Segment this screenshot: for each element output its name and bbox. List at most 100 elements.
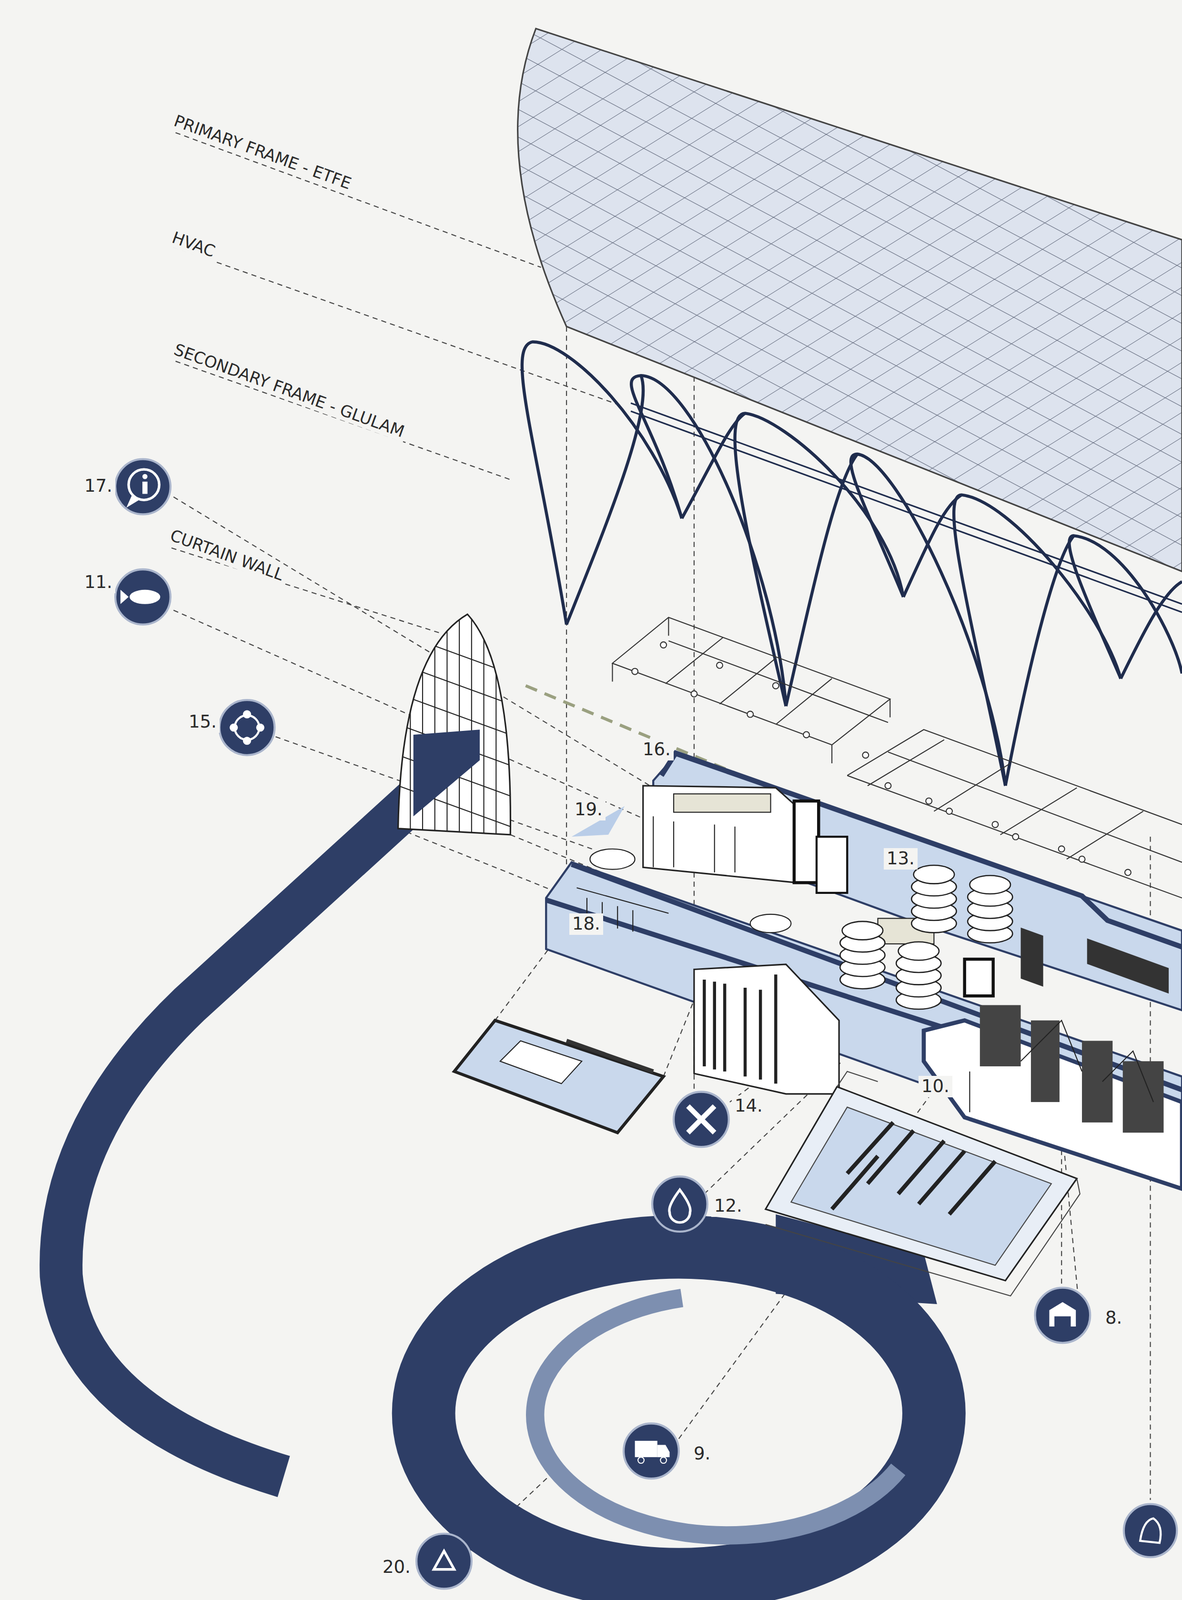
- building-floors-part: [969, 875, 1011, 894]
- platforms-part: [566, 1040, 654, 1071]
- curtain-wall: [398, 612, 511, 848]
- lighting-grid-part: [1124, 869, 1132, 876]
- lighting-grid-part: [803, 731, 810, 738]
- platforms-part: [694, 964, 839, 1094]
- building-floors-part: [969, 1020, 1154, 1113]
- glulam-arches-part: [850, 454, 1006, 786]
- lighting-grid-part: [690, 690, 698, 698]
- platforms-part: [831, 1122, 996, 1215]
- icon-circles-part: [416, 1533, 472, 1589]
- lighting-grid-part: [991, 821, 999, 828]
- callout-number: 16.: [639, 738, 674, 761]
- building-floors-part: [964, 959, 994, 996]
- icon-glyphs-part: [637, 1456, 645, 1464]
- icon-glyphs-part: [242, 710, 252, 719]
- glulam-arches-part: [1120, 581, 1182, 679]
- lighting-grid-part: [612, 617, 890, 764]
- icon-glyphs: [120, 469, 1162, 1570]
- icon-glyphs-part: [142, 474, 148, 480]
- platforms-part: [765, 1071, 1081, 1296]
- platforms-part: [765, 1086, 1077, 1281]
- lighting-grid-part: [747, 711, 754, 718]
- building-floors-part: [1030, 1020, 1060, 1102]
- part-label: PRIMARY FRAME - ETFE: [168, 110, 357, 195]
- curtain-wall-part: [398, 614, 511, 835]
- building-floors-part: [750, 914, 792, 933]
- lighting-grid-part: [946, 808, 953, 815]
- building-floors-part: [1081, 1040, 1113, 1122]
- glulam-arches-part: [566, 375, 644, 625]
- icon-circles-part: [115, 569, 171, 625]
- site-paths-part: [60, 763, 455, 1477]
- icon-circles-part: [115, 459, 171, 515]
- callout-number: 9.: [690, 1443, 714, 1465]
- building-floors-part: [816, 836, 848, 893]
- icon-glyphs-part: [687, 1105, 715, 1133]
- icon-circles-part: [1034, 1287, 1091, 1344]
- building-floors-part: [653, 816, 735, 873]
- glulam-arches-part: [1005, 535, 1074, 786]
- building-floors-part: [979, 1004, 1021, 1066]
- curtain-wall-part: [398, 632, 511, 827]
- callout-number: 19.: [571, 798, 606, 821]
- site-paths-part: [423, 1246, 934, 1580]
- callout-number: 18.: [569, 913, 604, 935]
- leader-lines-part: [175, 132, 542, 268]
- icon-glyphs-part: [657, 1444, 670, 1457]
- icon-glyphs-part: [434, 1550, 455, 1570]
- icon-circles-part: [623, 1423, 679, 1479]
- platforms-part: [704, 974, 776, 1084]
- lighting-grid-part: [660, 641, 667, 648]
- site-paths-part: [535, 1297, 899, 1536]
- icon-circles-part: [219, 699, 275, 756]
- building-floors-part: [794, 800, 819, 883]
- icon-glyphs-part: [1054, 1316, 1071, 1327]
- lighting-grid-part: [1058, 845, 1065, 852]
- callout-number: 13.: [883, 848, 918, 870]
- lighting-grid-part: [772, 682, 779, 689]
- lighting-grid-part: [612, 617, 890, 746]
- callout-number: 14.: [731, 1095, 766, 1117]
- curtain-wall-part: [413, 729, 480, 817]
- platforms-part: [500, 1040, 582, 1084]
- callout-number: 20.: [379, 1556, 414, 1578]
- icon-circles-part: [673, 1091, 729, 1147]
- icon-glyphs-part: [1140, 1518, 1161, 1543]
- leader-lines-part: [171, 547, 439, 633]
- building-floors-part: [1087, 938, 1169, 994]
- lighting-grid-part: [862, 751, 869, 758]
- icon-glyphs-part: [229, 723, 238, 732]
- callout-number: 12.: [711, 1195, 746, 1217]
- building-floors-part: [898, 941, 940, 961]
- building-floors-part: [839, 865, 1013, 1010]
- platforms: [454, 964, 1080, 1296]
- glulam-arches-part: [735, 413, 904, 707]
- building-floors-part: [673, 793, 771, 813]
- callout-number: 8.: [1102, 1307, 1125, 1329]
- icon-glyphs-part: [142, 481, 148, 495]
- building-floors-part: [643, 785, 797, 883]
- building-floors-part: [842, 921, 884, 940]
- icon-glyphs-part: [120, 589, 129, 605]
- glulam-arches-part: [953, 495, 1121, 786]
- glulam-arches-part: [786, 454, 858, 707]
- part-label: SECONDARY FRAME - GLULAM: [168, 338, 410, 443]
- icon-glyphs-part: [129, 589, 161, 605]
- building-floors-part: [913, 865, 955, 884]
- curtain-wall-part: [410, 612, 496, 848]
- lighting-grid-part: [631, 668, 638, 675]
- icon-circles-part: [652, 1176, 708, 1232]
- building-floors-part: [1020, 927, 1043, 987]
- glulam-arches-part: [631, 375, 787, 707]
- glulam-arches-part: [903, 495, 962, 597]
- lighting-grid-part: [925, 798, 932, 805]
- building-floors-part: [589, 848, 635, 870]
- icon-glyphs-part: [1049, 1302, 1076, 1327]
- icon-glyphs-part: [256, 723, 265, 732]
- platforms-part: [790, 1107, 1051, 1266]
- glulam-arches-part: [681, 413, 746, 519]
- icon-glyphs-part: [669, 1189, 691, 1223]
- lighting-grid-part: [1012, 833, 1019, 840]
- glulam-arches-part: [1069, 535, 1182, 679]
- building-floors-part: [979, 927, 1169, 1133]
